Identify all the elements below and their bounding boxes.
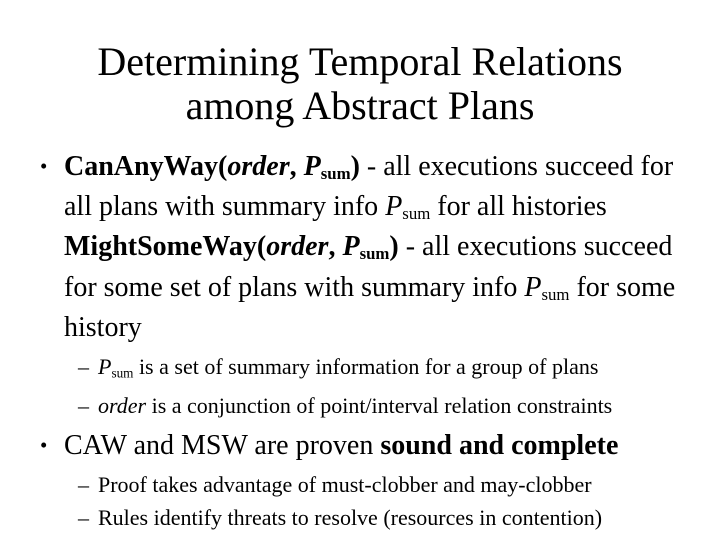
slide-title-line-2: among Abstract Plans bbox=[185, 83, 535, 128]
bullet-text: Rules identify threats to resolve (resou… bbox=[98, 505, 603, 531]
bullet-text: CanAnyWay(order, Psum) - all executions … bbox=[64, 151, 676, 343]
bullet-dash-marker: – bbox=[78, 505, 89, 531]
sub-bullet-item: –Rules identify threats to resolve (reso… bbox=[40, 505, 716, 531]
bullet-item: • CanAnyWay(order, Psum) - all executions… bbox=[40, 150, 716, 344]
slide-title: Determining Temporal Relations among Abs… bbox=[0, 0, 720, 128]
sub-bullet-item: –order is a conjunction of point/interva… bbox=[40, 393, 716, 419]
bullet-dot-marker: • bbox=[40, 154, 48, 178]
bullet-dot-marker: • bbox=[40, 433, 48, 458]
slide-body: • CanAnyWay(order, Psum) - all executions… bbox=[40, 150, 716, 531]
bullet-text: CAW and MSW are proven sound and complet… bbox=[64, 430, 619, 462]
sub-bullet-item: –Proof takes advantage of must-clobber a… bbox=[40, 472, 716, 498]
bullet-item: • CAW and MSW are proven sound and comple… bbox=[40, 429, 716, 462]
bullet-text: Proof takes advantage of must-clobber an… bbox=[98, 472, 592, 498]
slide-title-line-1: Determining Temporal Relations bbox=[97, 39, 623, 84]
bullet-dash-marker: – bbox=[78, 472, 89, 498]
bullet-dash-marker: – bbox=[78, 393, 89, 419]
bullet-text: order is a conjunction of point/interval… bbox=[98, 393, 613, 419]
bullet-dash-marker: – bbox=[78, 353, 89, 379]
sub-bullet-item: –Psum is a set of summary information fo… bbox=[40, 354, 716, 386]
bullet-text: Psum is a set of summary information for… bbox=[98, 353, 599, 381]
